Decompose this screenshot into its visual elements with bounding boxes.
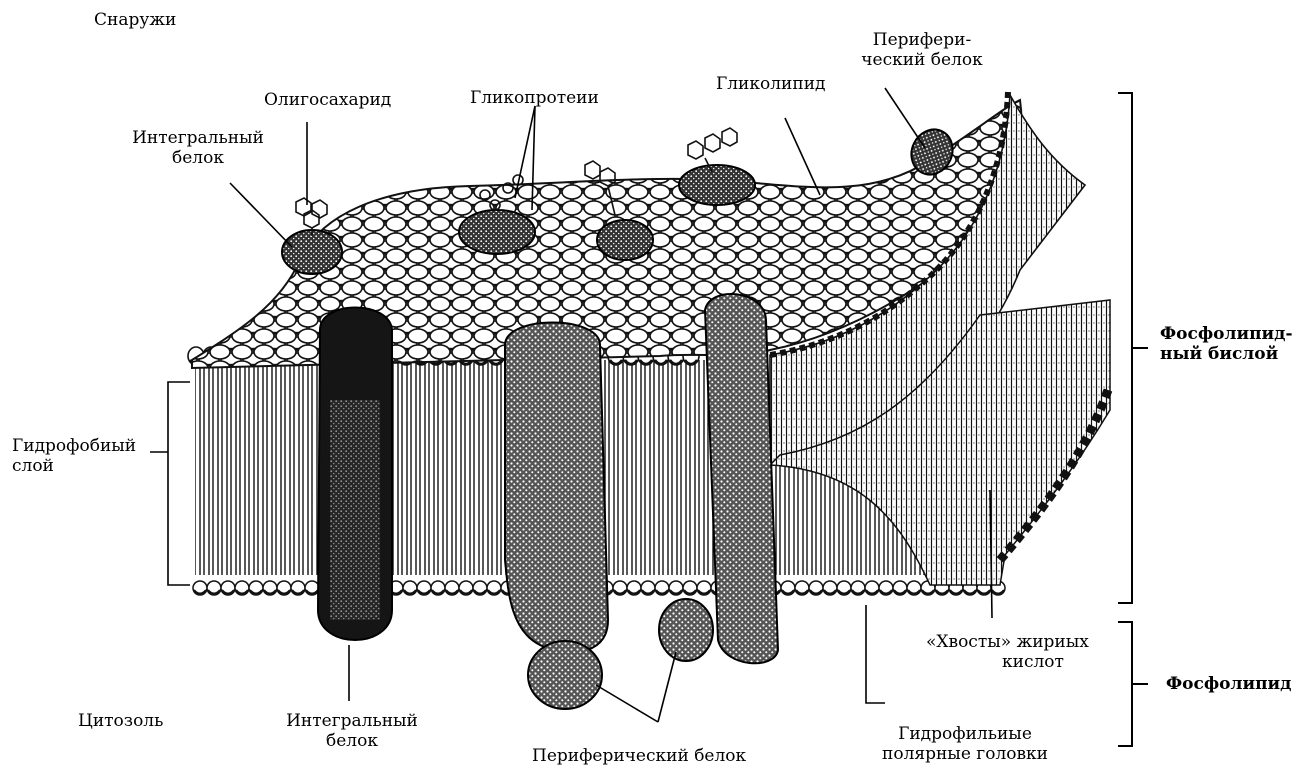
top-integral-protein xyxy=(282,230,342,274)
bilayer-bracket xyxy=(1118,93,1132,603)
hydrophobic-bracket xyxy=(168,382,190,585)
label-oligosaccharide: Олигосахарид xyxy=(264,90,391,110)
label-integral-protein-bottom: Интегральный белок xyxy=(278,711,426,751)
label-hydrophilic-heads: Гидрофильиые полярные головки xyxy=(872,724,1058,764)
glycoprotein-2 xyxy=(597,220,653,260)
label-cytosol: Цитозоль xyxy=(78,711,163,731)
peripheral-protein-bottom-2 xyxy=(659,599,713,661)
peripheral-protein-bottom-1 xyxy=(528,641,602,709)
label-peripheral-protein-top: Перифери- ческий белок xyxy=(858,30,986,70)
label-glycolipid: Гликолипид xyxy=(716,74,826,94)
label-glycoproteins: Гликопротеии xyxy=(470,88,599,108)
phospholipid-bracket xyxy=(1118,622,1132,746)
label-outside: Снаружи xyxy=(94,10,176,30)
label-phospholipid: Фосфолипид xyxy=(1166,674,1291,694)
glycoprotein-1 xyxy=(459,210,535,254)
label-peripheral-protein-bottom: Периферический белок xyxy=(532,746,746,766)
label-hydrophobic-layer: Гидрофобиый слой xyxy=(12,436,136,476)
label-fatty-acid-tails: «Хвосты» жириых кислот xyxy=(926,632,1089,672)
label-integral-protein-top: Интегральный белок xyxy=(128,128,268,168)
right-protein xyxy=(705,294,778,663)
middle-protein xyxy=(505,323,608,653)
glycoprotein-3 xyxy=(679,165,755,205)
hydrophilic-bracket xyxy=(866,605,885,703)
label-phospholipid-bilayer: Фосфолипид- ный бислой xyxy=(1160,324,1293,364)
